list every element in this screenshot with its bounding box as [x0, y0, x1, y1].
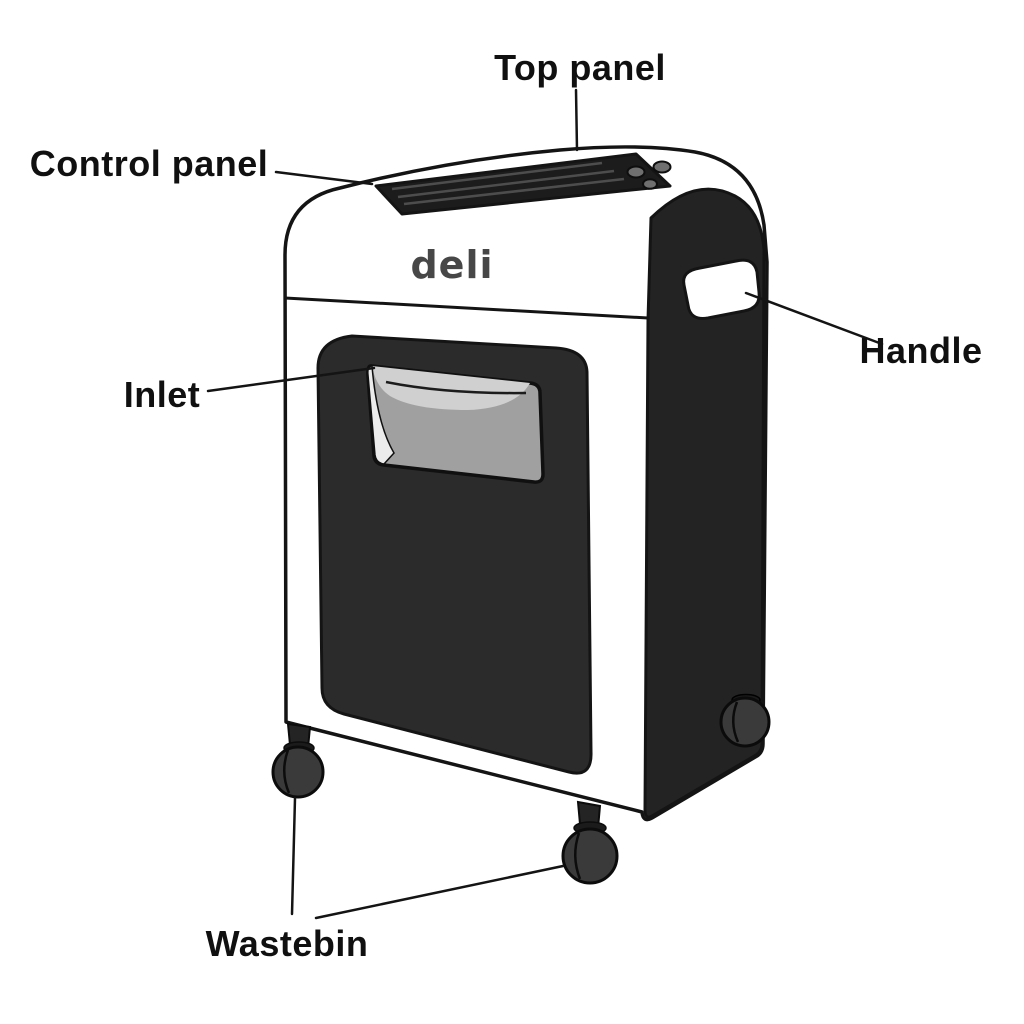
leader-line-control-panel [274, 170, 374, 186]
head-seam-line [284, 296, 649, 320]
control-button-1 [626, 165, 646, 179]
label-inlet: Inlet [123, 374, 201, 415]
control-button-2 [652, 160, 672, 174]
caster-wheel-front-center [561, 800, 619, 885]
leader-line-inlet [206, 366, 376, 393]
label-wastebin: Wastebin [205, 923, 369, 964]
feed-slot-line-3 [403, 177, 625, 206]
control-button-3 [642, 178, 658, 190]
leader-line-top-panel [574, 88, 579, 152]
feed-slot-line-1 [391, 161, 603, 191]
handle-cutout [682, 258, 761, 320]
caster-wheel-front-left [271, 722, 325, 799]
label-top-panel: Top panel [494, 47, 666, 88]
shredder-side-face [643, 187, 766, 819]
leader-line-handle [744, 291, 884, 346]
label-handle: Handle [859, 330, 983, 371]
brand-logo: deli [410, 243, 493, 287]
inlet-window-highlight [372, 366, 530, 410]
caster-wheel-rear-right [719, 693, 771, 748]
feed-slot-line-2 [397, 169, 615, 199]
leader-line-wastebin-right [314, 864, 565, 920]
leader-line-wastebin-left [290, 796, 297, 916]
inlet-slot-curve [385, 380, 527, 395]
label-control-panel: Control panel [29, 143, 269, 184]
